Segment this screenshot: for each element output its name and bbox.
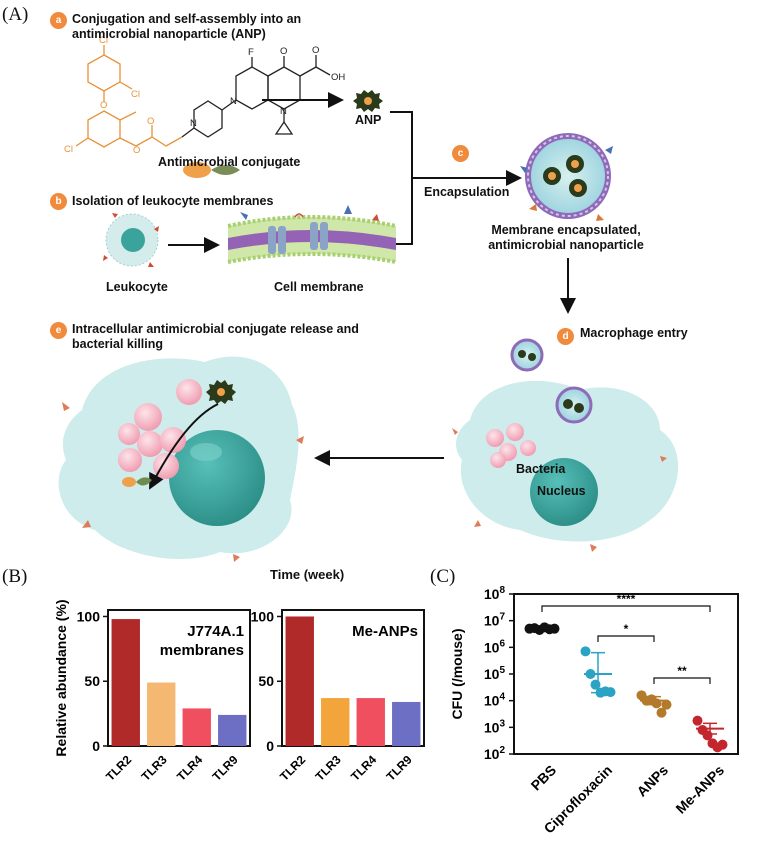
significance-bracket xyxy=(541,605,711,612)
significance-bracket xyxy=(597,635,655,642)
bar-tlr3 xyxy=(147,682,176,746)
encapsulated-nanoparticle-icon xyxy=(520,133,613,221)
atom-o-4: O xyxy=(280,46,287,57)
chart-title: Me-ANPs xyxy=(352,623,418,640)
x-tick-label: PBS xyxy=(528,762,560,794)
significance-bracket xyxy=(653,677,711,684)
x-tick-label: Me-ANPs xyxy=(672,762,727,817)
bar-tlr3 xyxy=(321,698,350,746)
step-d-badge: d xyxy=(557,328,574,345)
y-tick-label: 108 xyxy=(484,585,506,602)
label-bacteria: Bacteria xyxy=(516,462,566,476)
step-d-title: Macrophage entry xyxy=(580,326,688,340)
bar-tlr2 xyxy=(111,619,140,746)
significance-label: ** xyxy=(677,664,687,678)
atom-cl-1: Cl xyxy=(99,35,108,46)
label-time-week: Time (week) xyxy=(270,567,345,582)
label-nucleus: Nucleus xyxy=(537,484,586,498)
atom-oh: OH xyxy=(331,72,345,83)
y-tick-label: 0 xyxy=(92,738,100,754)
panel-label-a: (A) xyxy=(2,4,29,25)
y-axis-label: Relative abundance (%) xyxy=(53,599,69,756)
x-tick-label: ANPs xyxy=(633,762,671,800)
y-axis-label: CFU (/mouse) xyxy=(449,629,465,720)
atom-f: F xyxy=(248,47,254,58)
x-tick-label: TLR9 xyxy=(384,752,415,783)
antimicrobial-conjugate-icon xyxy=(183,162,240,178)
merge-bracket xyxy=(390,111,424,245)
macrophage-entry-cell xyxy=(452,338,679,552)
chart-title: J774A.1 xyxy=(187,623,244,640)
data-point-me-anps xyxy=(717,739,728,750)
data-point-anps xyxy=(656,707,667,718)
x-tick-label: TLR4 xyxy=(174,752,205,783)
bar-tlr4 xyxy=(182,708,211,746)
step-a-title: Conjugation and self-assembly into an an… xyxy=(72,12,302,41)
x-tick-label: TLR9 xyxy=(210,752,241,783)
x-tick-label: TLR2 xyxy=(277,752,308,783)
plot-frame xyxy=(281,609,425,747)
y-tick-label: 104 xyxy=(484,692,506,709)
molecule-atom-labels: Cl Cl Cl O O O F O O OH N N N xyxy=(64,35,345,156)
step-c-badge: c xyxy=(452,145,469,162)
cell-membrane-icon xyxy=(227,205,397,264)
significance-label: * xyxy=(624,622,629,636)
y-tick-label: 105 xyxy=(484,665,506,682)
leukocyte-icon xyxy=(103,213,159,267)
y-tick-label: 100 xyxy=(77,608,101,624)
release-killing-cell xyxy=(58,356,304,562)
chart-title-line2: membranes xyxy=(160,642,244,659)
y-tick-label: 103 xyxy=(484,718,506,735)
bar-tlr2 xyxy=(285,616,314,746)
step-a-badge: a xyxy=(50,12,67,29)
bar-tlr4 xyxy=(356,698,385,746)
plot-frame xyxy=(107,609,251,747)
atom-cl-3: Cl xyxy=(64,144,73,155)
panel-label-c: (C) xyxy=(430,566,456,587)
y-tick-label: 0 xyxy=(266,738,274,754)
data-point-anps xyxy=(661,699,672,710)
label-encapsulated: Membrane encapsulated, antimicrobial nan… xyxy=(488,223,644,252)
y-tick-label: 100 xyxy=(251,608,275,624)
label-antimicrobial-conjugate: Antimicrobial conjugate xyxy=(158,155,301,169)
x-tick-label: TLR4 xyxy=(348,752,379,783)
atom-o-5: O xyxy=(312,45,319,56)
panel-label-b: (B) xyxy=(2,566,28,587)
molecule-structure xyxy=(75,45,331,148)
y-tick-label: 50 xyxy=(258,673,274,689)
bar-tlr9 xyxy=(218,714,247,746)
data-point-me-anps xyxy=(692,715,703,726)
y-tick-label: 106 xyxy=(484,638,506,655)
atom-cl-2: Cl xyxy=(131,89,140,100)
label-leukocyte: Leukocyte xyxy=(106,280,168,294)
step-b-title: Isolation of leukocyte membranes xyxy=(72,194,274,208)
y-tick-label: 102 xyxy=(484,745,506,762)
data-point-ciprofloxacin xyxy=(605,687,616,698)
atom-o-1: O xyxy=(100,100,107,111)
step-e-badge: e xyxy=(50,322,67,339)
step-e-title: Intracellular antimicrobial conjugate re… xyxy=(72,322,359,351)
atom-n-1: N xyxy=(190,118,197,129)
y-tick-label: 50 xyxy=(84,673,100,689)
bar-tlr9 xyxy=(392,701,421,746)
y-tick-label: 107 xyxy=(484,612,506,629)
x-tick-label: TLR2 xyxy=(103,752,134,783)
atom-n-2: N xyxy=(230,96,237,107)
anp-particle-icon xyxy=(353,90,383,112)
label-cell-membrane: Cell membrane xyxy=(274,280,364,294)
step-b-badge: b xyxy=(50,193,67,210)
atom-o-3: O xyxy=(133,145,140,156)
data-point-ciprofloxacin xyxy=(580,646,591,657)
label-anp: ANP xyxy=(355,113,382,127)
atom-n-3: N xyxy=(280,106,287,117)
x-tick-label: TLR3 xyxy=(313,752,344,783)
x-tick-label: TLR3 xyxy=(139,752,170,783)
atom-o-2: O xyxy=(147,116,154,127)
significance-label: **** xyxy=(617,592,636,606)
step-c-title: Encapsulation xyxy=(424,185,510,199)
